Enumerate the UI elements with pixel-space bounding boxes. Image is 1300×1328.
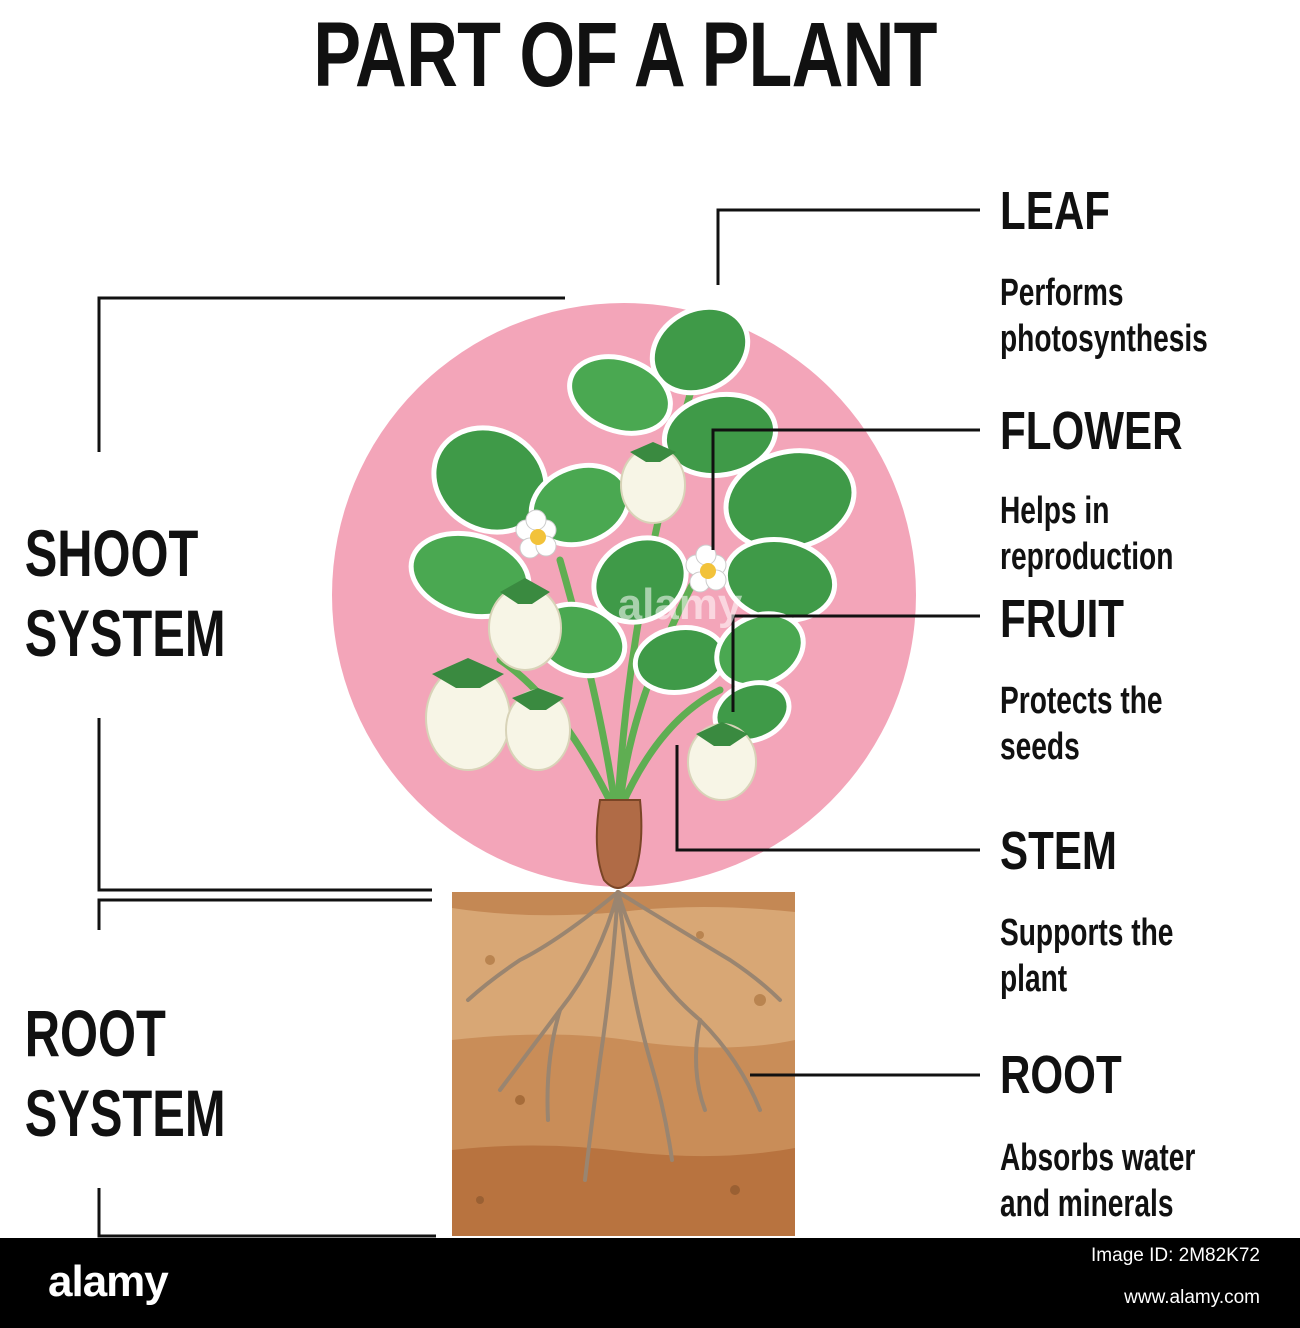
plant-leaves	[408, 304, 857, 744]
page-title: PART OF A PLANT	[313, 4, 937, 106]
root-system-label-line1: ROOT	[24, 996, 166, 1070]
fruit-callout	[731, 614, 980, 712]
fruit-caps	[432, 442, 748, 746]
flower-1	[515, 509, 557, 559]
stem-callout	[675, 745, 980, 852]
footer-bar: alamy Image ID: 2M82K72 www.alamy.com	[0, 1238, 1300, 1328]
flower-description: Helps in reproduction	[1000, 490, 1174, 578]
shoot-system-bracket	[97, 296, 565, 892]
footer-image-id: Image ID: 2M82K72	[1091, 1245, 1260, 1266]
shoot-system-label-line1: SHOOT	[24, 516, 199, 590]
footer-url: www.alamy.com	[1124, 1287, 1260, 1308]
fruit-label: FRUIT	[1000, 589, 1124, 649]
leaf-callout	[716, 208, 980, 285]
fruit-description: Protects the seeds	[1000, 680, 1163, 768]
plant-diagram	[97, 208, 980, 1238]
plant-roots	[466, 890, 782, 1182]
root-system-bracket	[97, 898, 436, 1238]
flower-callout	[711, 428, 980, 550]
leaf-description: Performs photosynthesis	[1000, 272, 1208, 360]
flower-label: FLOWER	[1000, 401, 1183, 461]
root-label: ROOT	[1000, 1045, 1122, 1105]
shoot-system-label-line2: SYSTEM	[24, 596, 226, 670]
flower-2	[685, 544, 727, 593]
footer-logo: alamy	[48, 1257, 169, 1306]
stem-label: STEM	[1000, 821, 1118, 881]
plant-flowers	[515, 509, 727, 593]
root-description: Absorbs water and minerals	[1000, 1137, 1196, 1225]
stem-description: Supports the plant	[1000, 912, 1174, 1000]
watermark: alamy	[617, 580, 743, 629]
root-system-label-line2: SYSTEM	[24, 1076, 226, 1150]
stem-base	[595, 799, 643, 889]
leaf-label: LEAF	[1000, 181, 1110, 241]
callout-lines	[675, 208, 980, 1077]
